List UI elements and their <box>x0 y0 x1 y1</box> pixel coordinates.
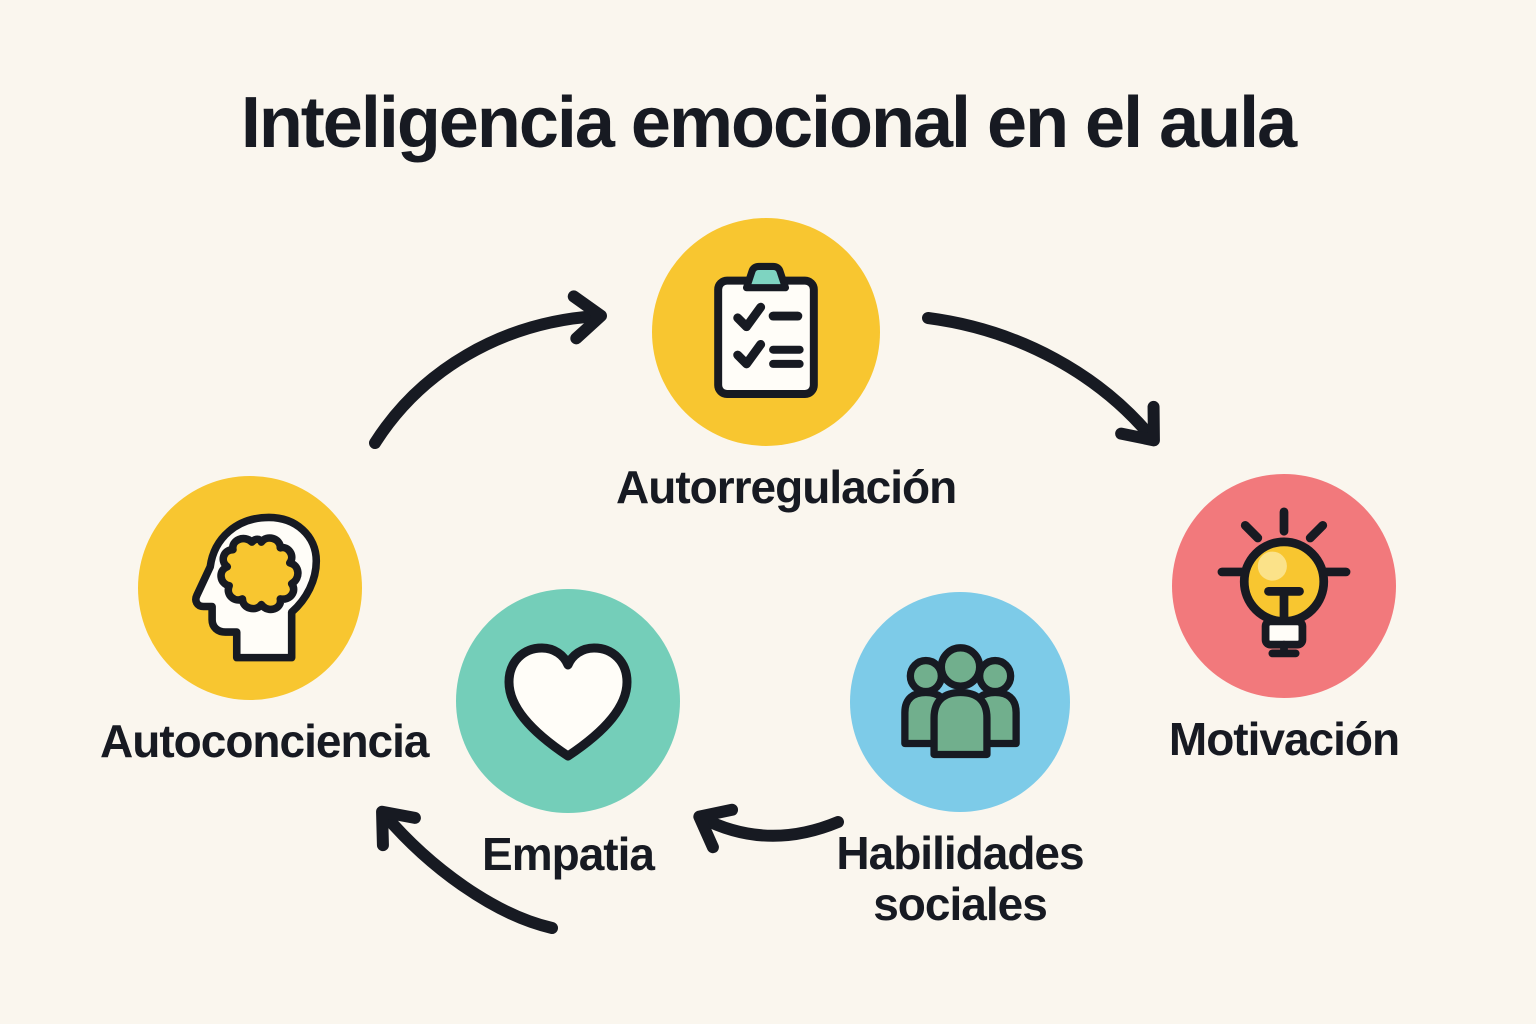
arrow-empatia-to-autoconciencia <box>376 805 558 934</box>
arrow-autoconciencia-to-autorregulacion <box>369 290 607 449</box>
habilidades-sociales-circle <box>850 592 1070 812</box>
node-habilidades-sociales: Habilidades sociales <box>780 592 1140 929</box>
node-label-habilidades-sociales: Habilidades sociales <box>836 827 1084 930</box>
node-empatia: Empatia <box>388 589 748 880</box>
heart-icon <box>504 643 632 760</box>
node-label-autorregulacion: Autorregulación <box>616 461 957 513</box>
node-label-empatia: Empatia <box>482 828 655 880</box>
lightbulb-icon <box>1217 507 1351 658</box>
autorregulacion-circle <box>652 218 880 446</box>
page-title: Inteligencia emocional en el aula <box>240 83 1297 163</box>
node-autorregulacion: Autorregulación <box>586 218 957 513</box>
node-motivacion: Motivación <box>1104 474 1464 765</box>
arrow-autorregulacion-to-motivacion <box>922 312 1160 447</box>
people-group-icon <box>900 643 1020 758</box>
head-brain-icon <box>192 513 321 661</box>
autoconciencia-circle <box>138 476 362 700</box>
node-autoconciencia: Autoconciencia <box>70 476 430 767</box>
node-label-motivacion: Motivación <box>1168 713 1400 765</box>
arrow-habilidades-to-empatia <box>693 803 844 854</box>
clipboard-checklist-icon <box>714 262 818 398</box>
empatia-circle <box>456 589 680 813</box>
motivacion-circle <box>1172 474 1396 698</box>
node-label-autoconciencia: Autoconciencia <box>100 715 430 767</box>
